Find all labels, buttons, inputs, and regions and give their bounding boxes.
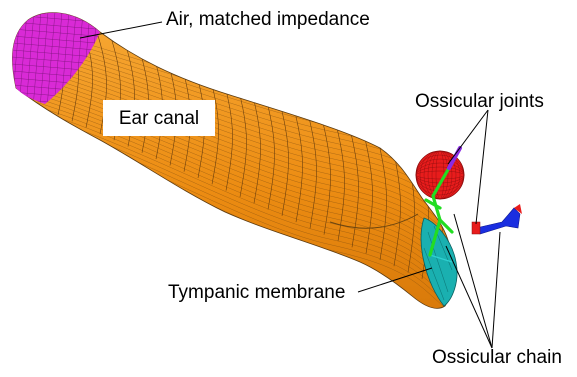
label-ossicular-chain: Ossicular chain <box>432 348 562 367</box>
leader-chain-3 <box>446 246 492 348</box>
label-air-matched-impedance: Air, matched impedance <box>166 10 370 29</box>
label-ear-canal: Ear canal <box>103 100 215 136</box>
leader-joints-1 <box>448 110 488 164</box>
label-tympanic-membrane: Tympanic membrane <box>168 283 345 302</box>
ossicular-joint-sphere <box>416 151 464 199</box>
label-ossicular-joints: Ossicular joints <box>415 92 544 111</box>
leader-chain-2 <box>492 232 500 348</box>
leader-joints-2 <box>476 110 488 224</box>
ossicles-blue <box>472 204 522 234</box>
